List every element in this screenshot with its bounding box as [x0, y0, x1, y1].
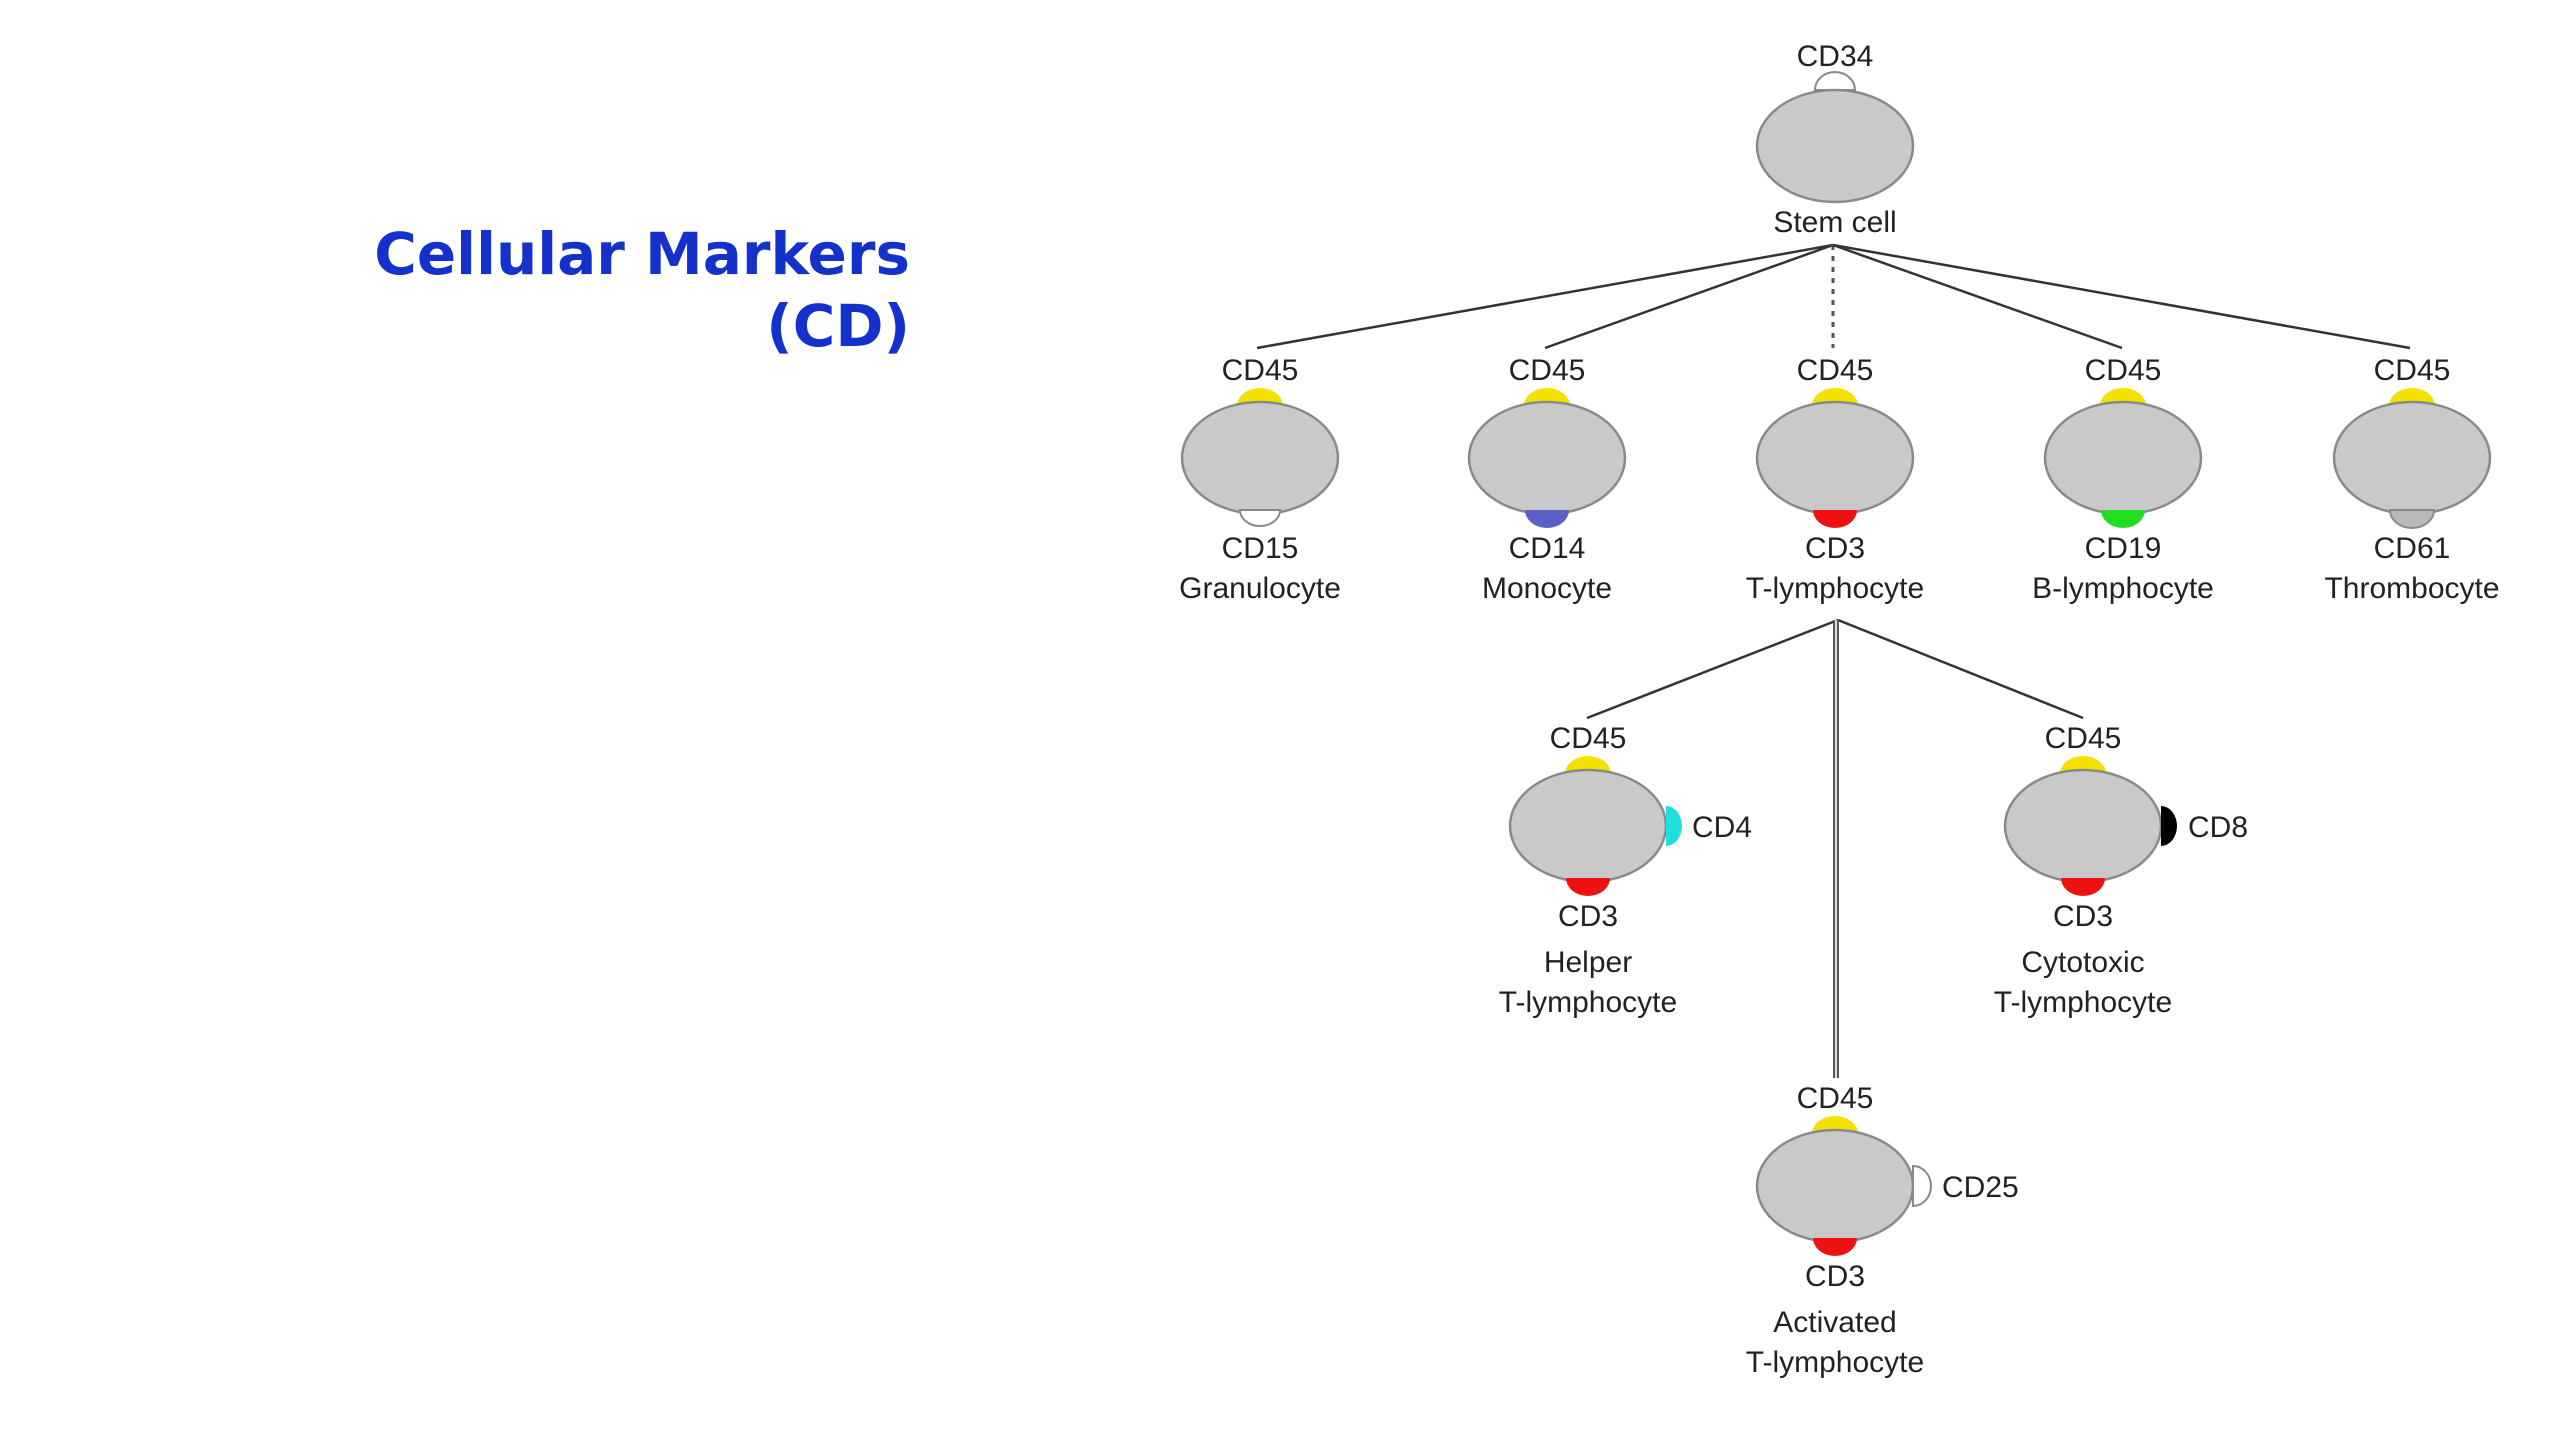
activated-cd25-label: CD25	[1942, 1171, 2019, 1204]
cytotoxic-cd45-label: CD45	[2045, 722, 2122, 755]
thrombocyte-body	[2332, 400, 2492, 516]
granulocyte-cd15-marker	[1238, 509, 1282, 527]
cytotoxic-t-lymphocyte-node: CD45 CD8 CD3 Cytotoxic T-lymphocyte	[1994, 722, 2248, 1019]
activated-cd3-marker	[1813, 1238, 1857, 1256]
monocyte-name: Monocyte	[1482, 572, 1612, 605]
cytotoxic-name-line-2: T-lymphocyte	[1994, 986, 2172, 1019]
cytotoxic-cd3-marker	[2061, 878, 2105, 896]
activated-body	[1755, 1128, 1915, 1244]
activated-name-line-2: T-lymphocyte	[1746, 1346, 1924, 1379]
granulocyte-node: CD45 CD15 Granulocyte	[1179, 354, 1341, 605]
granulocyte-name: Granulocyte	[1179, 572, 1341, 605]
edge-stem-thrombocyte	[1832, 243, 2411, 350]
b-lymphocyte-cd19-label: CD19	[2085, 532, 2162, 565]
title-line-1: Cellular Markers	[374, 220, 910, 288]
activated-cd45-label: CD45	[1797, 1082, 1874, 1115]
edge-t-cytotoxic	[1837, 618, 2084, 720]
cytotoxic-cd8-marker	[2161, 806, 2177, 846]
cd34-marker	[1813, 71, 1857, 91]
thrombocyte-cd45-label: CD45	[2374, 354, 2451, 387]
b-lymphocyte-cd19-marker	[2101, 510, 2145, 528]
t-lymphocyte-cd3-label: CD3	[1805, 532, 1865, 565]
b-lymphocyte-body	[2043, 400, 2203, 516]
helper-cd3-marker	[1566, 878, 1610, 896]
slide-title: Cellular Markers (CD)	[300, 218, 910, 362]
stem-cell-body	[1755, 88, 1915, 204]
granulocyte-cd15-label: CD15	[1222, 532, 1299, 565]
activated-cd3-label: CD3	[1805, 1260, 1865, 1293]
helper-body	[1508, 768, 1668, 884]
helper-cd3-label: CD3	[1558, 900, 1618, 933]
granulocyte-cd45-label: CD45	[1222, 354, 1299, 387]
t-lymphocyte-name: T-lymphocyte	[1746, 572, 1924, 605]
monocyte-node: CD45 CD14 Monocyte	[1467, 354, 1627, 605]
title-line-2: (CD)	[766, 292, 910, 360]
activated-t-lymphocyte-node: CD45 CD25 CD3 Activated T-lymphocyte	[1746, 1082, 2019, 1379]
monocyte-body	[1467, 400, 1627, 516]
cytotoxic-body	[2003, 768, 2163, 884]
t-lymphocyte-cd3-marker	[1813, 510, 1857, 528]
cytotoxic-cd8-label: CD8	[2188, 811, 2248, 844]
helper-name-line-1: Helper	[1544, 946, 1632, 979]
monocyte-cd14-label: CD14	[1509, 532, 1586, 565]
thrombocyte-cd61-label: CD61	[2374, 532, 2451, 565]
stem-cell-node: CD34 Stem cell	[1755, 40, 1915, 239]
thrombocyte-cd61-marker	[2388, 509, 2436, 529]
helper-name-line-2: T-lymphocyte	[1499, 986, 1677, 1019]
thrombocyte-name: Thrombocyte	[2324, 572, 2499, 605]
b-lymphocyte-node: CD45 CD19 B-lymphocyte	[2032, 354, 2214, 605]
stem-cell-name: Stem cell	[1773, 206, 1896, 239]
helper-cd4-marker	[1666, 806, 1682, 846]
b-lymphocyte-cd45-label: CD45	[2085, 354, 2162, 387]
monocyte-cd14-marker	[1525, 510, 1569, 528]
helper-t-lymphocyte-node: CD45 CD4 CD3 Helper T-lymphocyte	[1499, 722, 1752, 1019]
t-lymphocyte-cd45-label: CD45	[1797, 354, 1874, 387]
cd34-label: CD34	[1797, 40, 1874, 73]
tree-edges	[1256, 243, 2411, 1078]
helper-cd45-label: CD45	[1550, 722, 1627, 755]
thrombocyte-node: CD45 CD61 Thrombocyte	[2324, 354, 2499, 605]
edge-stem-granulocyte	[1256, 243, 1834, 350]
t-lymphocyte-node: CD45 CD3 T-lymphocyte	[1746, 354, 1924, 605]
cytotoxic-name-line-1: Cytotoxic	[2021, 946, 2144, 979]
activated-name-line-1: Activated	[1773, 1306, 1896, 1339]
b-lymphocyte-name: B-lymphocyte	[2032, 572, 2214, 605]
edge-stem-monocyte	[1544, 243, 1834, 350]
granulocyte-body	[1180, 400, 1340, 516]
edge-stem-b-lymphocyte	[1832, 243, 2123, 350]
cytotoxic-cd3-label: CD3	[2053, 900, 2113, 933]
monocyte-cd45-label: CD45	[1509, 354, 1586, 387]
activated-cd25-marker	[1912, 1164, 1932, 1208]
t-lymphocyte-body	[1755, 400, 1915, 516]
helper-cd4-label: CD4	[1692, 811, 1752, 844]
edge-t-helper	[1586, 618, 1839, 720]
